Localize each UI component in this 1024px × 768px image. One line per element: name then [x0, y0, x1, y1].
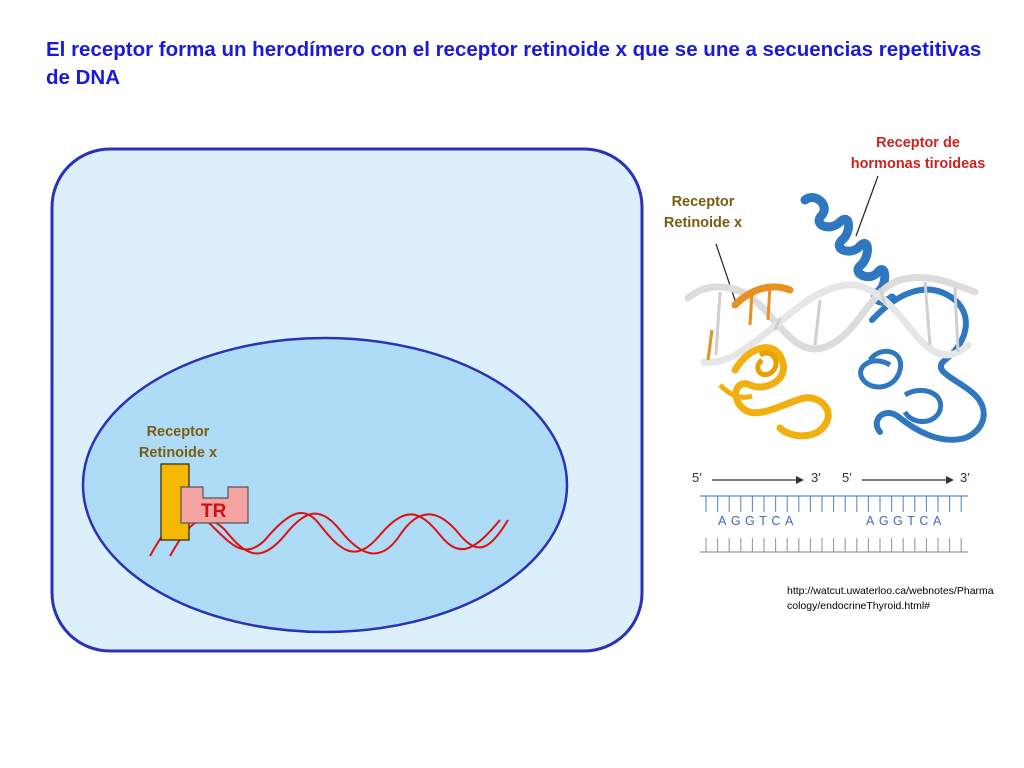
motif-1-sequence: AGGTCA — [718, 514, 798, 528]
thr-pointer-line — [855, 175, 879, 237]
rxr-pointer-line — [715, 243, 737, 304]
structure-rxr-label-line2: Retinoide x — [663, 215, 743, 231]
structure-rxr-label: Receptor Retinoide x — [643, 192, 763, 234]
slide-title: El receptor forma un herodímero con el r… — [46, 38, 982, 89]
source-url: http://watcut.uwaterloo.ca/webnotes/Phar… — [787, 585, 994, 612]
five-prime-label-2: 5′ — [842, 470, 852, 485]
structure-thr-label-line1: Receptor de — [876, 135, 960, 151]
structure-thr-label: Receptor de hormonas tiroideas — [828, 133, 1008, 175]
cell-rxr-label-line2: Retinoide x — [138, 445, 218, 461]
structure-thr-label-line2: hormonas tiroideas — [850, 156, 986, 172]
top-strand-ticks — [705, 496, 962, 512]
tr-label: TR — [201, 501, 227, 522]
protein-dna-structure — [684, 193, 987, 443]
cell-rxr-label-line1: Receptor — [146, 424, 210, 440]
tr-receptor-shape — [180, 486, 249, 524]
three-prime-label-1: 3′ — [811, 470, 821, 485]
arrowhead-1 — [796, 476, 804, 484]
dna-strand-2 — [169, 512, 509, 557]
five-prime-label-1: 5′ — [692, 470, 702, 485]
bottom-strand-ticks — [705, 538, 962, 552]
structure-rxr-label-line1: Receptor — [671, 194, 735, 210]
arrowhead-2 — [946, 476, 954, 484]
nucleus — [81, 336, 569, 634]
cell-rxr-label: Receptor Retinoide x — [118, 422, 238, 464]
three-prime-label-2: 3′ — [960, 470, 970, 485]
motif-2-sequence: AGGTCA — [866, 514, 946, 528]
